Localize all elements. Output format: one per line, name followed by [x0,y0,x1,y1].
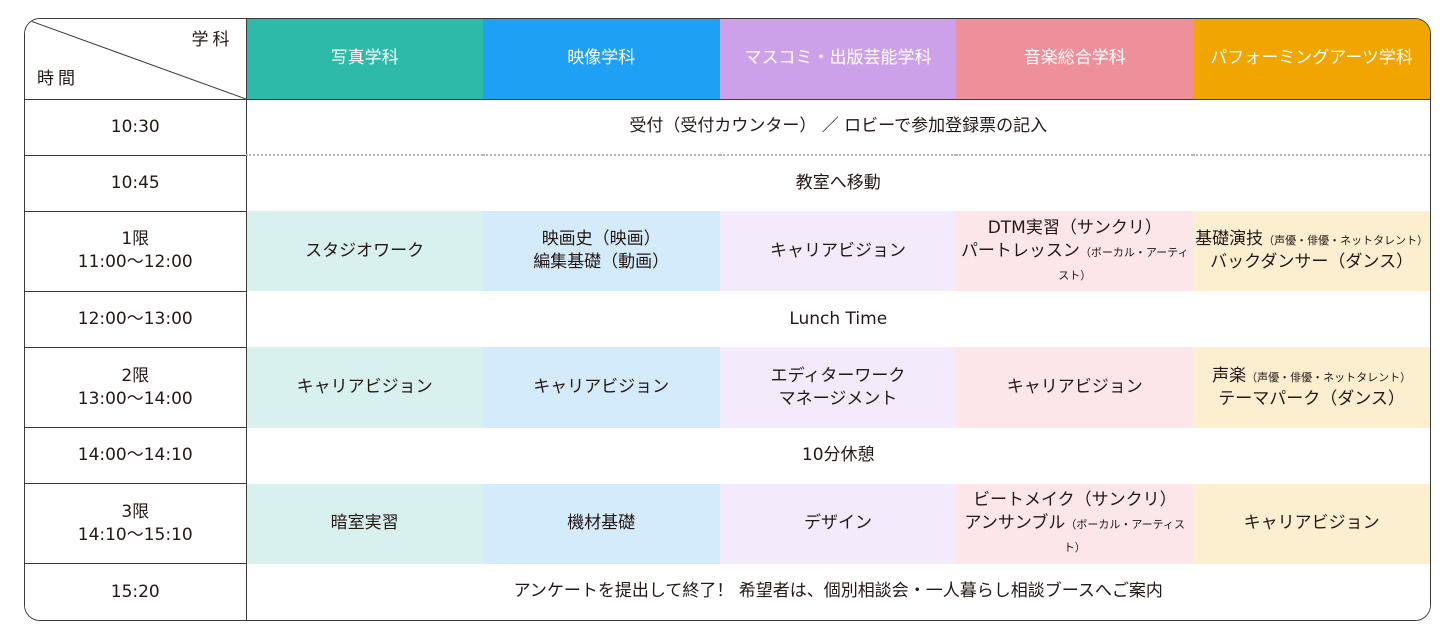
class-cell-video: 映画史（映画） 編集基礎（動画） [482,211,720,292]
move-cell: 教室へ移動 [246,155,1430,212]
class-cell-video: 機材基礎 [482,483,720,564]
schedule-table-frame: 学科 時間 写真学科 映像学科 マスコミ・出版芸能学科 音楽総合学科 パフォーミ… [24,18,1431,621]
time-cell: 10:30 [25,99,247,156]
period-label: 3限 [121,501,150,522]
class-line-note: （ボーカル・アーティスト） [1063,518,1186,555]
class-cell-perf: 基礎演技（声優・俳優・ネットタレント） バックダンサー（ダンス） [1193,211,1430,292]
class-line: テーマパーク（ダンス） [1218,388,1405,409]
lunch-cell: Lunch Time [246,291,1430,348]
class-cell-photo: キャリアビジョン [246,347,483,428]
row-period-1: 1限 11:00〜12:00 スタジオワーク 映画史（映画） 編集基礎（動画） … [25,211,1430,292]
corner-diagonal [25,19,246,99]
time-cell: 15:20 [25,563,247,620]
row-period-3: 3限 14:10〜15:10 暗室実習 機材基礎 デザイン ビートメイク（サンク… [25,483,1430,565]
time-cell: 14:00〜14:10 [25,427,247,485]
time-cell: 12:00〜13:00 [25,291,247,348]
class-cell-mass: キャリアビジョン [719,211,957,292]
time-cell: 10:45 [25,155,247,212]
time-cell: 2限 13:00〜14:00 [25,347,247,429]
class-cell-music: DTM実習（サンクリ） パートレッスン（ボーカル・アーティスト） [956,211,1194,292]
class-cell-perf: キャリアビジョン [1193,483,1430,564]
class-line: 基礎演技（声優・俳優・ネットタレント） [1193,228,1430,251]
header-mass-dept: マスコミ・出版芸能学科 [719,19,957,100]
header-music-dept: 音楽総合学科 [956,19,1194,100]
corner-time-label: 時間 [37,68,79,89]
class-line-main: アンサンブル [964,513,1066,534]
period-range: 14:10〜15:10 [77,524,193,545]
class-line: パートレッスン（ボーカル・アーティスト） [956,240,1193,286]
header-video-dept: 映像学科 [482,19,720,100]
class-line-note: （声優・俳優・ネットタレント） [1246,370,1412,384]
class-line: アンサンブル（ボーカル・アーティスト） [956,512,1193,558]
row-1520: 15:20 アンケートを提出して終了！ 希望者は、個別相談会・一人暮らし相談ブー… [25,563,1430,620]
class-line-main: 声楽 [1212,365,1247,386]
corner-department-label: 学科 [191,30,234,50]
class-cell-photo: スタジオワーク [246,211,483,292]
class-cell-photo: 暗室実習 [246,483,483,564]
class-line: マネージメント [778,388,898,409]
row-period-2: 2限 13:00〜14:00 キャリアビジョン キャリアビジョン エディターワー… [25,347,1430,429]
header-perf-dept: パフォーミングアーツ学科 [1193,19,1430,100]
class-cell-mass: デザイン [719,483,957,564]
class-cell-music: キャリアビジョン [956,347,1194,428]
break-cell: 10分休憩 [246,427,1430,484]
class-line: エディターワーク [770,365,906,386]
reception-cell: 受付（受付カウンター） ／ ロビーで参加登録票の記入 [246,99,1430,157]
row-lunch: 12:00〜13:00 Lunch Time [25,291,1430,348]
class-line-main: 基礎演技 [1195,229,1264,250]
period-label: 2限 [121,365,150,386]
period-range: 13:00〜14:00 [77,388,193,409]
class-line: ビートメイク（サンクリ） [972,490,1177,511]
row-break: 14:00〜14:10 10分休憩 [25,427,1430,485]
class-cell-video: キャリアビジョン [482,347,720,428]
class-cell-music: ビートメイク（サンクリ） アンサンブル（ボーカル・アーティスト） [956,483,1194,564]
time-cell: 3限 14:10〜15:10 [25,483,247,565]
header-row: 学科 時間 写真学科 映像学科 マスコミ・出版芸能学科 音楽総合学科 パフォーミ… [25,19,1430,100]
closing-cell: アンケートを提出して終了！ 希望者は、個別相談会・一人暮らし相談ブースへご案内 [246,563,1430,620]
class-cell-perf: 声楽（声優・俳優・ネットタレント） テーマパーク（ダンス） [1193,347,1430,428]
row-1030: 10:30 受付（受付カウンター） ／ ロビーで参加登録票の記入 [25,99,1430,157]
class-line-note: （ボーカル・アーティスト） [1058,245,1189,282]
row-1045: 10:45 教室へ移動 [25,155,1430,212]
header-photo-dept: 写真学科 [246,19,483,100]
class-line: 編集基礎（動画） [533,252,670,273]
time-cell: 1限 11:00〜12:00 [25,211,247,292]
period-label: 1限 [121,229,150,250]
corner-cell: 学科 時間 [25,19,247,100]
schedule-table: 学科 時間 写真学科 映像学科 マスコミ・出版芸能学科 音楽総合学科 パフォーミ… [25,19,1430,620]
class-line: DTM実習（サンクリ） [987,217,1162,238]
class-line: 映画史（映画） [541,229,661,250]
class-line-main: パートレッスン [960,240,1080,261]
class-line: 声楽（声優・俳優・ネットタレント） [1193,365,1430,388]
period-range: 11:00〜12:00 [77,252,193,273]
class-line-note: （声優・俳優・ネットタレント） [1263,234,1429,248]
class-line: バックダンサー（ダンス） [1210,252,1414,273]
class-cell-mass: エディターワーク マネージメント [719,347,957,428]
